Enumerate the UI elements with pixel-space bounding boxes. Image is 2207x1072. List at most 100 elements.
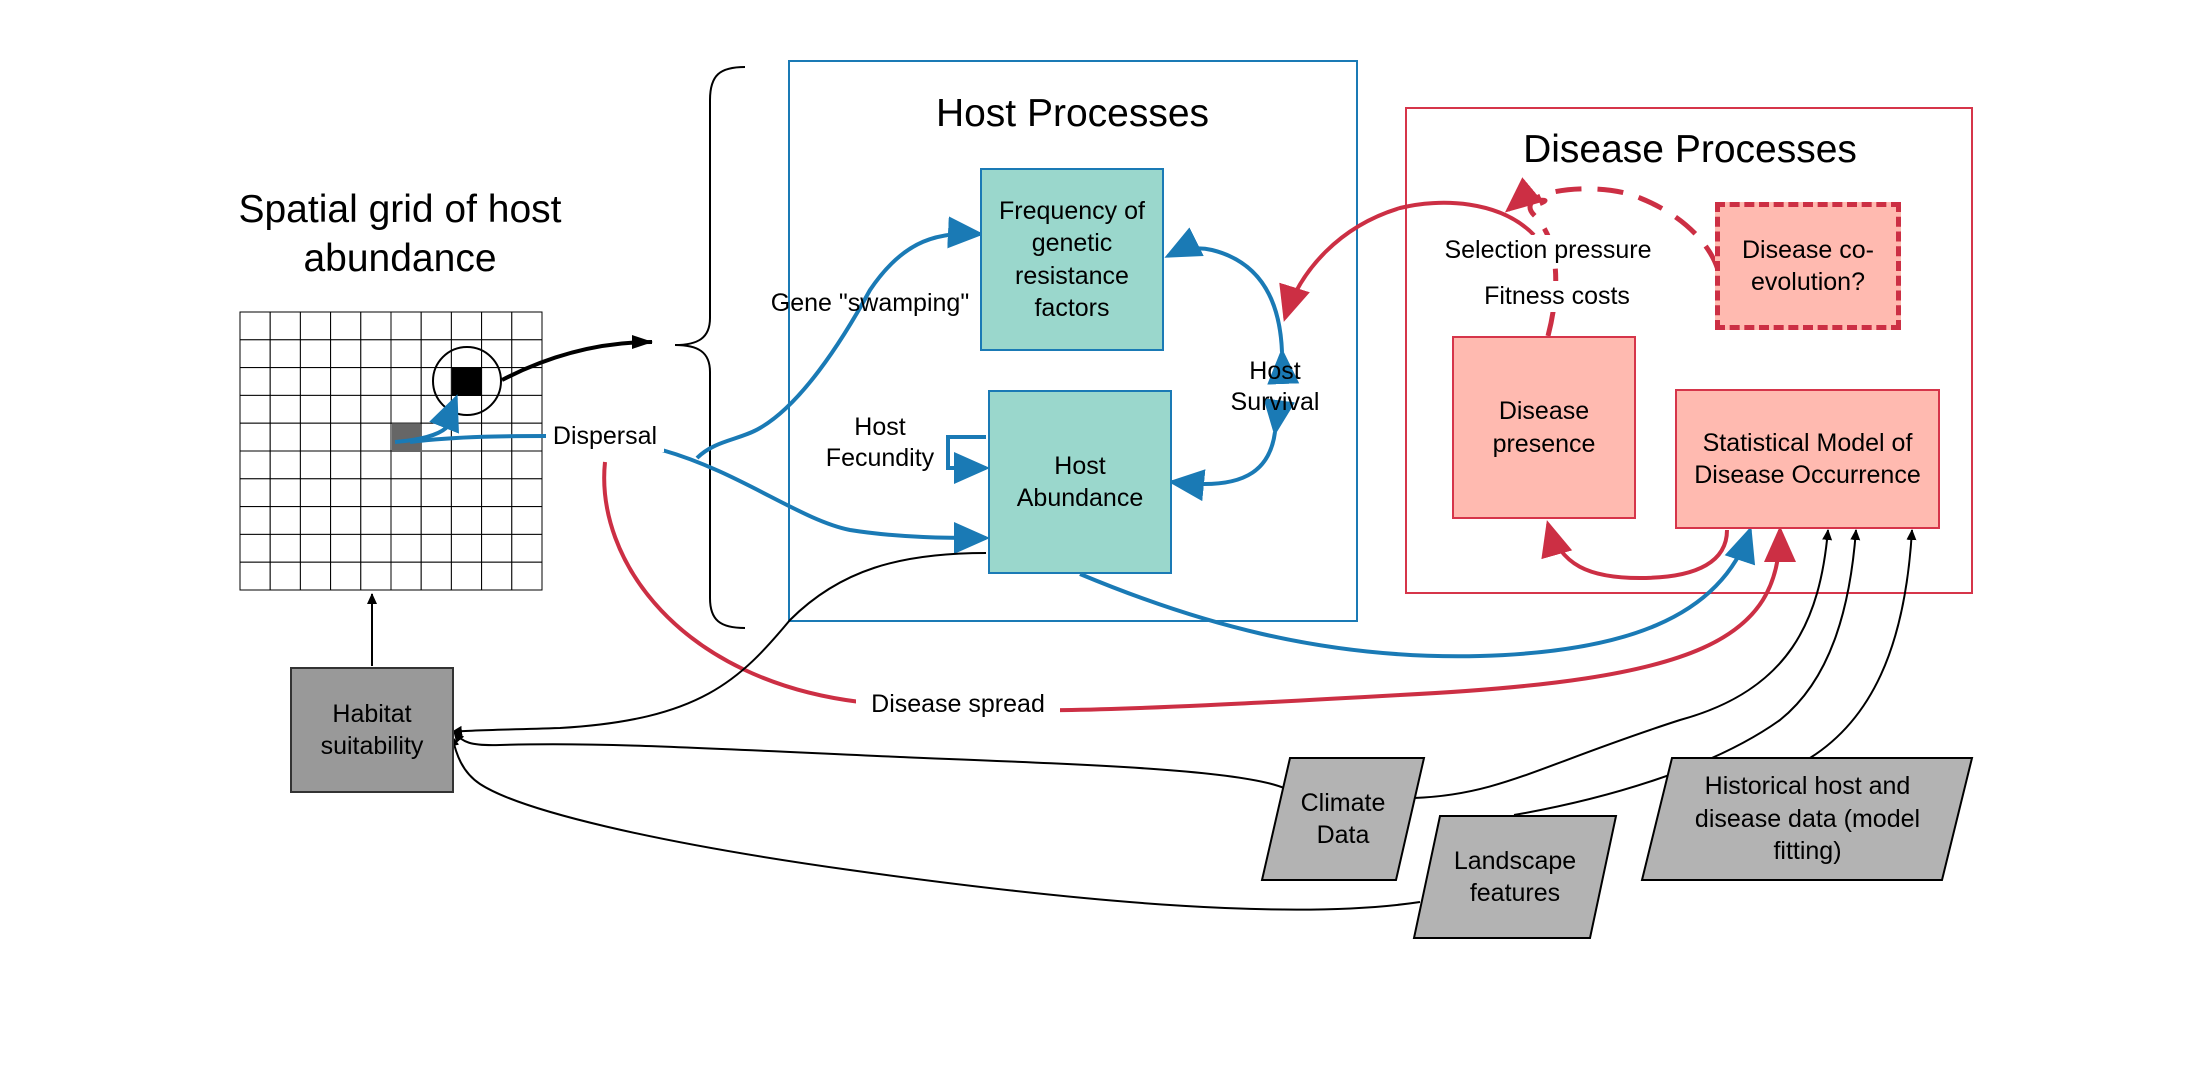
grid-cell bbox=[481, 506, 513, 535]
statistical-model-label: Statistical Model of Disease Occurrence bbox=[1694, 428, 1921, 490]
coevolution-dashed-link bbox=[1527, 186, 1721, 337]
grid-cell bbox=[299, 394, 332, 424]
landscape-to-model-arrow bbox=[1513, 529, 1861, 816]
grid-cell bbox=[390, 394, 422, 424]
historical-data-label: Historical host and disease data (model … bbox=[1694, 772, 1921, 866]
selection-pressure-arrow bbox=[1279, 200, 1536, 322]
historical-data-node[interactable]: Historical host and disease data (model … bbox=[1655, 760, 1960, 878]
grid-cell bbox=[360, 561, 392, 591]
landscape-features-node[interactable]: Landscape features bbox=[1420, 818, 1610, 936]
grid-cell bbox=[269, 422, 301, 452]
grid-cell bbox=[299, 478, 332, 508]
disease-spread-arrow bbox=[602, 461, 1796, 713]
grid-cell bbox=[390, 561, 422, 591]
disease-coevolution-label: Disease co-evolution? bbox=[1742, 235, 1874, 297]
grid-cell bbox=[511, 561, 543, 591]
grid-cell bbox=[239, 422, 271, 452]
host-abundance-box[interactable]: Host Abundance bbox=[988, 390, 1172, 574]
grid-cell bbox=[450, 478, 483, 508]
dispersal-to-abundance-arrow bbox=[661, 448, 990, 554]
grid-cell bbox=[330, 561, 362, 591]
grid-cell bbox=[511, 450, 543, 480]
abundance-to-habitat-arrow bbox=[451, 552, 987, 736]
grid-cell bbox=[360, 422, 392, 452]
grid-cell bbox=[390, 311, 422, 341]
landscape-features-shape bbox=[1412, 815, 1618, 939]
grid-cell bbox=[360, 394, 392, 424]
fecundity-loop bbox=[946, 435, 990, 484]
grid-highlight-circle bbox=[432, 346, 502, 416]
grid-cell bbox=[511, 311, 543, 341]
spatial-grid bbox=[239, 311, 543, 591]
grid-cell bbox=[299, 422, 332, 452]
climate-data-node[interactable]: Climate Data bbox=[1272, 760, 1414, 878]
grid-cell bbox=[450, 533, 483, 563]
statistical-model-box[interactable]: Statistical Model of Disease Occurrence bbox=[1675, 389, 1940, 529]
grid-cell bbox=[420, 478, 452, 508]
climate-data-shape bbox=[1260, 757, 1426, 881]
grid-cell bbox=[450, 561, 483, 591]
grid-cell bbox=[390, 478, 422, 508]
grid-cell bbox=[420, 450, 452, 480]
grid-cell bbox=[299, 506, 332, 535]
grid-cell bbox=[420, 311, 452, 341]
grid-cell bbox=[360, 478, 392, 508]
grid-cell bbox=[269, 367, 301, 396]
climate-to-model-arrow bbox=[1413, 529, 1833, 799]
grid-cell bbox=[330, 506, 362, 535]
grid-cell bbox=[420, 506, 452, 535]
spatial-grid-title: Spatial grid of host abundance bbox=[238, 188, 562, 280]
survival-resistance-arrow bbox=[1164, 227, 1300, 385]
disease-processes-title: Disease Processes bbox=[1523, 128, 1857, 171]
habitat-suitability-box[interactable]: Habitat suitability bbox=[290, 667, 454, 793]
grid-cell-black bbox=[452, 368, 482, 396]
grid-cell bbox=[511, 478, 543, 508]
disease-coevolution-box[interactable]: Disease co-evolution? bbox=[1715, 202, 1901, 330]
host-processes-frame bbox=[788, 60, 1358, 622]
grid-cell bbox=[299, 450, 332, 480]
grid-cell bbox=[239, 367, 271, 396]
grid-cell bbox=[360, 506, 392, 535]
grid-cell bbox=[330, 478, 362, 508]
grid-cell bbox=[360, 533, 392, 563]
disease-spread-label: Disease spread bbox=[856, 689, 1060, 721]
grid-cell bbox=[269, 561, 301, 591]
fitness-costs-label: Fitness costs bbox=[1468, 281, 1646, 313]
grid-cell bbox=[330, 422, 362, 452]
grid-cell bbox=[299, 367, 332, 396]
grid-cell bbox=[511, 506, 543, 535]
selection-pressure-label: Selection pressure bbox=[1428, 235, 1668, 267]
landscape-features-label: Landscape features bbox=[1453, 846, 1577, 908]
grid-cell bbox=[239, 533, 271, 563]
grid-cell bbox=[360, 367, 392, 396]
grid-cell bbox=[239, 311, 271, 341]
grid-cell bbox=[481, 561, 513, 591]
grid-cell bbox=[330, 339, 362, 369]
grid-cell bbox=[239, 339, 271, 369]
grid-cell bbox=[330, 367, 362, 396]
host-processes-title: Host Processes bbox=[935, 92, 1210, 135]
grid-cell bbox=[450, 339, 483, 369]
disease-presence-box[interactable]: Disease presence bbox=[1452, 336, 1636, 519]
host-survival-label: Host Survival bbox=[1230, 357, 1320, 417]
grid-cell bbox=[511, 533, 543, 563]
grid-cell bbox=[390, 450, 422, 480]
dispersal-line bbox=[409, 434, 549, 444]
grid-cell bbox=[269, 339, 301, 369]
grid-cell bbox=[481, 311, 513, 341]
grid-cell bbox=[269, 394, 301, 424]
host-fecundity-label: Host Fecundity bbox=[825, 413, 935, 473]
processes-brace bbox=[674, 66, 746, 629]
grid-cell bbox=[420, 561, 452, 591]
grid-cell bbox=[239, 450, 271, 480]
dispersal-label: Dispersal bbox=[546, 421, 664, 453]
frequency-resistance-box[interactable]: Frequency of genetic resistance factors bbox=[980, 168, 1164, 351]
grid-cell bbox=[269, 478, 301, 508]
grid-cell bbox=[420, 533, 452, 563]
climate-to-habitat-arrow bbox=[453, 731, 1285, 789]
grid-cell bbox=[299, 533, 332, 563]
grid-cell bbox=[481, 478, 513, 508]
grid-cell bbox=[420, 367, 452, 396]
grid-cell bbox=[481, 533, 513, 563]
